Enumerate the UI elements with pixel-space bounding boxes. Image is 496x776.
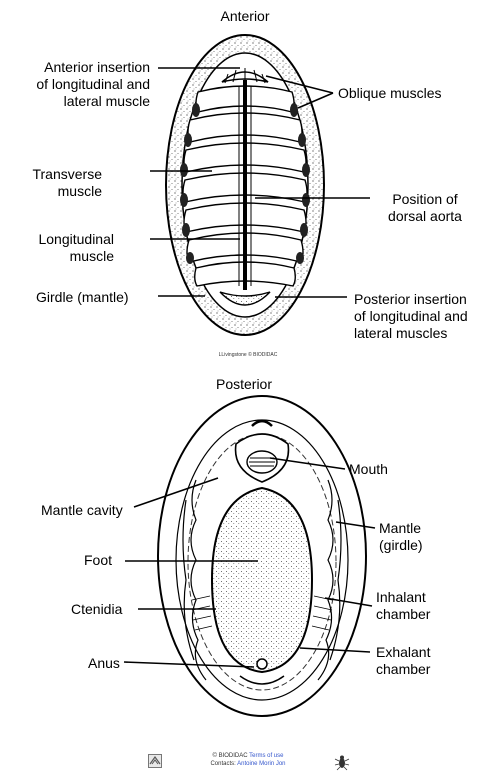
footer: © BIODIDAC Terms of use Contacts: Antoin… xyxy=(0,752,496,768)
footer-copyright: © BIODIDAC xyxy=(212,753,247,759)
label-transverse-muscle: Transverse muscle xyxy=(6,166,102,200)
illustration-credit: LLivingstone © BIODIDAC xyxy=(0,352,496,358)
label-mantle-cavity: Mantle cavity xyxy=(41,502,123,519)
label-anus: Anus xyxy=(88,655,120,672)
label-girdle-mantle: Girdle (mantle) xyxy=(36,289,129,306)
terms-of-use-link[interactable]: Terms of use xyxy=(249,753,283,759)
insect-icon xyxy=(333,753,351,771)
contacts-label: Contacts: xyxy=(210,761,235,767)
label-posterior-insertion: Posterior insertion of longitudinal and … xyxy=(354,291,468,342)
label-oblique-muscles: Oblique muscles xyxy=(338,85,442,102)
label-mantle-girdle: Mantle (girdle) xyxy=(379,520,423,554)
bottom-chiton-body xyxy=(158,396,366,716)
label-exhalant-chamber: Exhalant chamber xyxy=(376,644,430,678)
label-foot: Foot xyxy=(84,552,112,569)
label-mouth: Mouth xyxy=(349,461,388,478)
label-inhalant-chamber: Inhalant chamber xyxy=(376,589,430,623)
label-longitudinal-muscle: Longitudinal muscle xyxy=(6,231,114,265)
label-anterior-insertion: Anterior insertion of longitudinal and l… xyxy=(6,59,150,110)
top-chiton-body xyxy=(166,35,324,335)
anterior-heading: Anterior xyxy=(200,8,290,25)
contacts-link[interactable]: Antoine Morin Jon xyxy=(237,761,285,767)
posterior-heading: Posterior xyxy=(196,376,292,393)
label-ctenidia: Ctenidia xyxy=(71,601,122,618)
label-dorsal-aorta: Position of dorsal aorta xyxy=(370,191,480,225)
